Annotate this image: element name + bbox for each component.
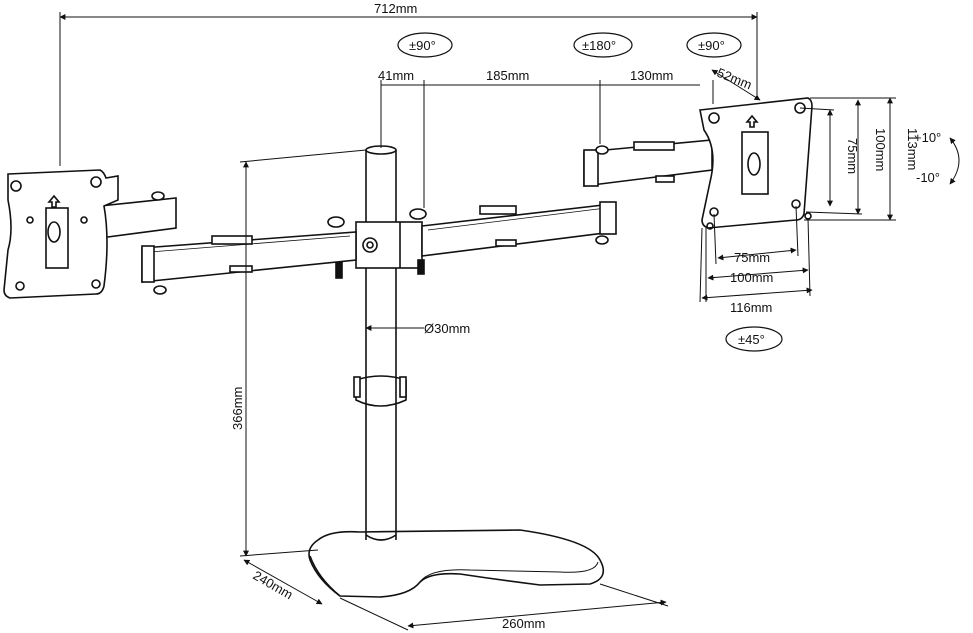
label-base-depth: 240mm (251, 568, 296, 603)
label-pole-rotation: ±90° (409, 38, 436, 53)
label-vesa-small-w: 75mm (734, 250, 770, 265)
cable-clip (353, 375, 407, 407)
label-vesa-large-w: 100mm (730, 270, 773, 285)
label-head-swivel: ±90° (698, 38, 725, 53)
label-plate-width: 116mm (730, 300, 772, 315)
rotation-badge-plate (725, 326, 783, 352)
label-pole-height: 366mm (230, 387, 245, 430)
main-arm (141, 201, 617, 295)
label-pole-offset: 41mm (378, 68, 414, 83)
label-tilt-down: -10° (916, 170, 940, 185)
label-vesa-large-h: 100mm (873, 128, 888, 171)
label-pole-diameter: Ø30mm (424, 321, 470, 336)
label-vesa-small-h: 75mm (845, 138, 860, 174)
pole-clamp (335, 221, 425, 279)
right-secondary-arm (583, 139, 713, 187)
label-arm-rotation: ±180° (582, 38, 616, 53)
left-secondary-arm (99, 191, 177, 239)
label-base-width: 260mm (502, 616, 545, 631)
rotation-badge-head (686, 32, 742, 58)
label-arm-segment-2: 130mm (630, 68, 673, 83)
label-overall-width: 712mm (374, 1, 417, 16)
rotation-badge-pole (397, 32, 453, 58)
label-plate-height: 113mm (905, 128, 920, 170)
stand-base (308, 529, 605, 598)
rotation-badge-arm (573, 32, 633, 58)
right-vesa-plate (699, 97, 813, 230)
label-arm-segment-1: 185mm (486, 68, 529, 83)
label-head-depth: 52mm (715, 65, 754, 92)
label-plate-rotation: ±45° (738, 332, 765, 347)
label-tilt-up: +10° (914, 130, 941, 145)
vertical-pole (365, 145, 397, 541)
left-vesa-plate (3, 169, 119, 299)
